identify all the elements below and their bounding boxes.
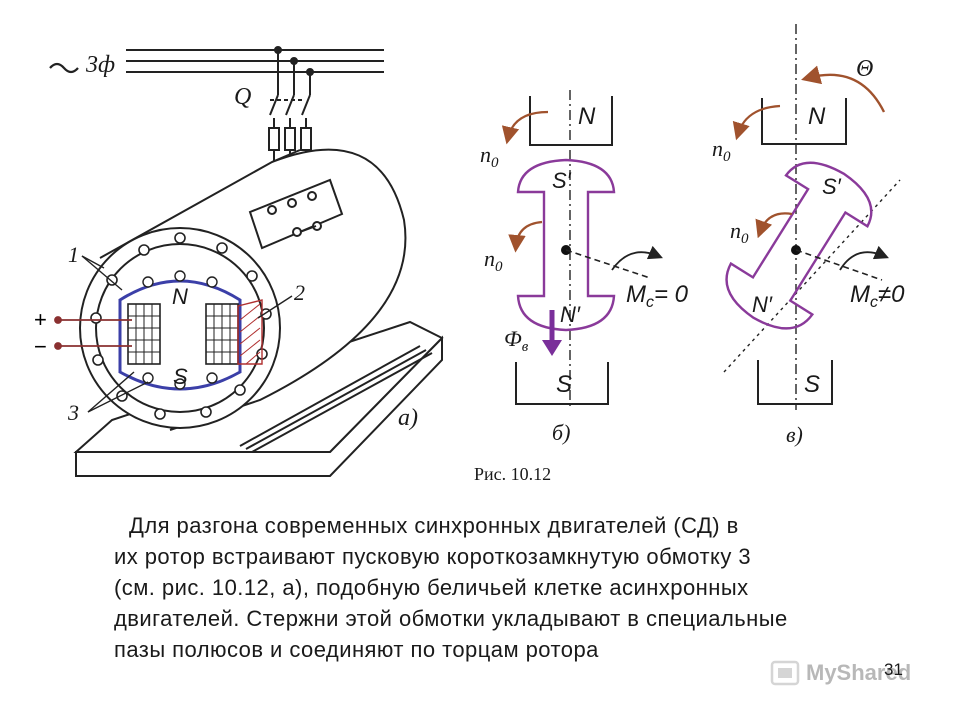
supply-lines — [49, 49, 384, 74]
torque-label-b: Mс= 0 — [626, 281, 689, 311]
pole-s-label: S — [173, 364, 188, 389]
rotor-b — [516, 158, 616, 332]
paragraph-line-2: их ротор встраивают пусковую короткозамк… — [114, 544, 752, 569]
flux-label: Фв — [504, 326, 529, 355]
callout-3: 3 — [67, 400, 79, 425]
body-paragraph: Для разгона современных синхронных двига… — [114, 510, 914, 665]
paragraph-line-4: двигателей. Стержни этой обмотки укладыв… — [114, 606, 788, 631]
rotor-pole-bottom-b: N′ — [560, 302, 581, 327]
rotor-pole-top-b: S′ — [552, 168, 572, 193]
stator-pole-s-v: S — [804, 371, 820, 398]
callout-lines — [81, 255, 293, 413]
speed-label-v1: n0 — [712, 136, 731, 165]
minus-sign: − — [34, 334, 47, 359]
rotor-pole-bottom-v: N′ — [752, 292, 773, 317]
stator-pole-s-b: S — [556, 371, 572, 398]
callout-2: 2 — [294, 280, 305, 305]
subfig-a-label: а) — [398, 405, 418, 431]
paragraph-line-1: Для разгона современных синхронных двига… — [129, 513, 739, 538]
subfigure-a-machine: 3ф Q — [34, 46, 444, 477]
switch-label: Q — [234, 84, 251, 110]
torque-label-v: Mс≠0 — [850, 281, 905, 311]
excitation-leads — [54, 316, 132, 350]
subfigure-b: N S S′ N′ n0 n0 Mс= 0 Фв б) — [480, 90, 689, 445]
subfig-b-label: б) — [552, 420, 570, 445]
figure-10-12: 3ф Q — [34, 24, 905, 484]
callout-1: 1 — [68, 242, 79, 267]
pole-n-label: N — [172, 284, 188, 309]
paragraph-line-5: пазы полюсов и соединяют по торцам ротор… — [114, 637, 599, 662]
speed-label-v2: n0 — [730, 218, 749, 247]
paragraph-line-3: (см. рис. 10.12, а), подобную беличьей к… — [114, 575, 749, 600]
stator-pole-n-v: N — [808, 103, 826, 130]
speed-label-b2: n0 — [484, 246, 503, 275]
subfigure-v: N S S′ N′ Θ n0 n0 Mс≠0 в) — [712, 24, 905, 447]
rotor-poles — [118, 270, 263, 391]
figure-caption: Рис. 10.12 — [474, 464, 551, 484]
plus-sign: + — [34, 307, 47, 332]
rotor-v — [725, 161, 873, 330]
rotor-pole-top-v: S′ — [822, 174, 842, 199]
page-number: 31 — [884, 660, 903, 679]
stator-pole-n-b: N — [578, 103, 596, 130]
subfig-v-label: в) — [786, 422, 803, 447]
supply-label: 3ф — [85, 52, 115, 78]
watermark-text: MyShared — [806, 660, 912, 685]
watermark-logo-icon — [770, 660, 800, 686]
speed-label-b1: n0 — [480, 142, 499, 171]
angle-label: Θ — [856, 56, 873, 82]
